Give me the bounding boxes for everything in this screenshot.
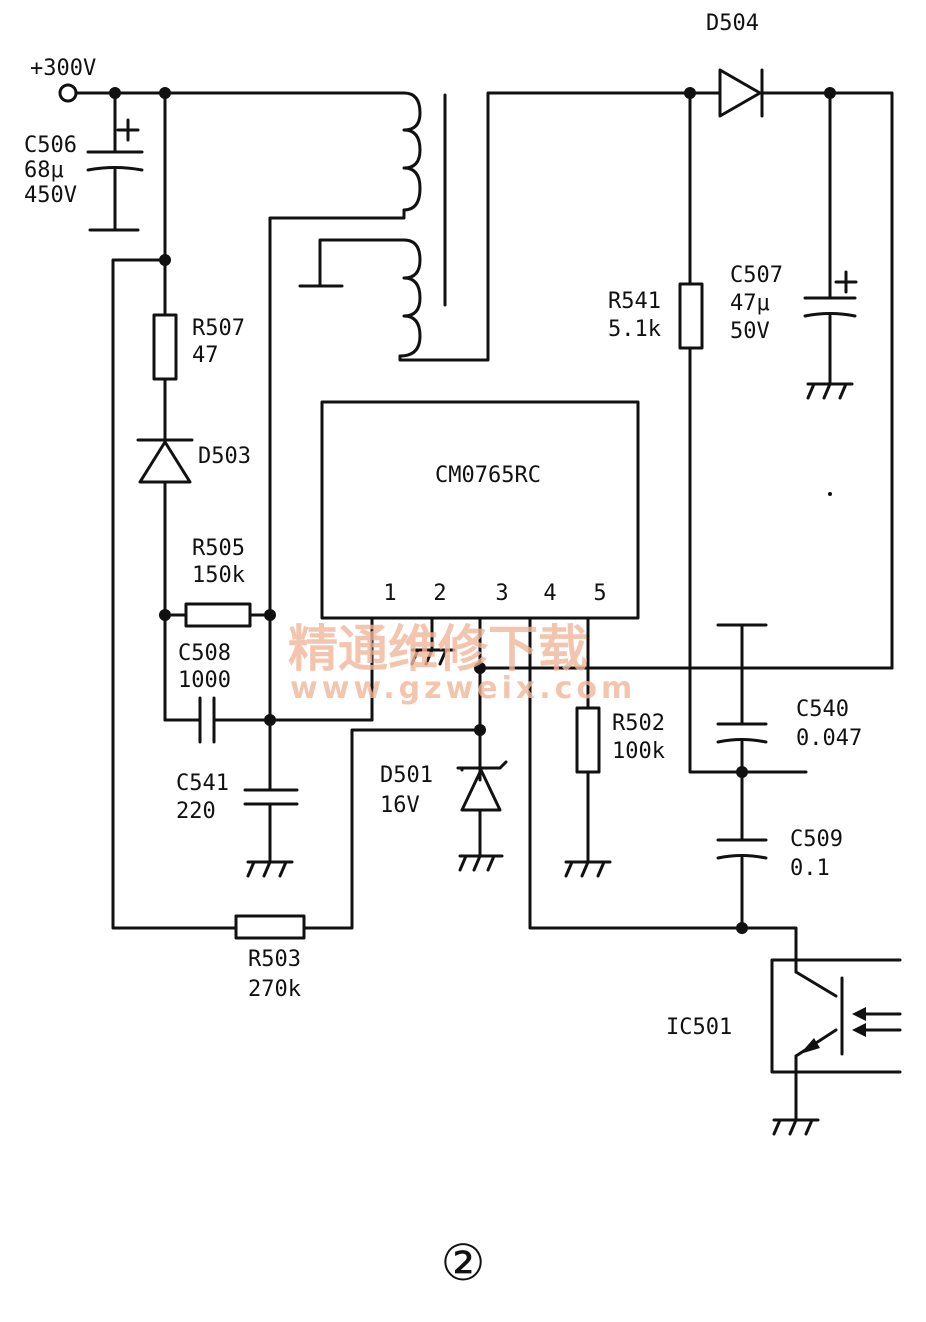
r505-resistor xyxy=(184,602,252,628)
d504-ref: D504 xyxy=(706,11,759,36)
r505-ref: R505 xyxy=(192,536,245,561)
r505-value: 150k xyxy=(192,563,245,588)
c507-capacitor xyxy=(803,91,858,386)
r541-ref: R541 xyxy=(608,289,661,314)
ground-symbol xyxy=(772,1118,820,1136)
r507-resistor xyxy=(152,313,178,381)
d501-value: 16V xyxy=(380,793,420,818)
c540-ref: C540 xyxy=(796,697,849,722)
ic-cm0765rc xyxy=(320,400,640,620)
c506-ref: C506 xyxy=(24,133,77,158)
watermark-url: www.gzweix.com xyxy=(290,671,636,706)
d503-diode xyxy=(136,438,194,484)
r503-value: 270k xyxy=(248,977,301,1002)
c507-ref: C507 xyxy=(730,263,783,288)
c508-ref: C508 xyxy=(178,641,231,666)
ic501-optocoupler xyxy=(770,958,902,1122)
ic-pin-3: 3 xyxy=(495,581,508,606)
ground-symbol xyxy=(564,860,612,878)
ic-name: CM0765RC xyxy=(435,463,541,488)
c541-capacitor xyxy=(243,788,299,806)
r541-value: 5.1k xyxy=(608,317,661,342)
c507-voltage: 50V xyxy=(730,319,770,344)
ic-pin-2: 2 xyxy=(433,581,446,606)
c506-voltage: 450V xyxy=(24,183,77,208)
c541-value: 220 xyxy=(176,799,216,824)
c509-capacitor xyxy=(716,838,768,860)
r507-ref: R507 xyxy=(192,316,245,341)
supply-terminal xyxy=(58,83,78,103)
supply-rail xyxy=(58,83,406,103)
transformer xyxy=(298,91,692,362)
figure-number: ② xyxy=(441,1234,486,1292)
c541-ref: C541 xyxy=(176,771,229,796)
r502-ref: R502 xyxy=(612,711,665,736)
c508-value: 1000 xyxy=(178,668,231,693)
d501-zener-diode xyxy=(456,760,508,812)
c506-capacitor xyxy=(86,91,144,232)
r541-resistor xyxy=(678,282,704,350)
c540-value: 0.047 xyxy=(796,726,862,751)
supply-label: +300V xyxy=(30,56,96,81)
c509-value: 0.1 xyxy=(790,856,830,881)
c507-value: 47μ xyxy=(730,291,770,316)
r503-resistor xyxy=(234,914,306,940)
ground-symbol xyxy=(246,860,294,878)
r502-value: 100k xyxy=(612,739,665,764)
ground-symbol xyxy=(410,648,456,666)
ic-pin-4: 4 xyxy=(543,581,556,606)
d501-ref: D501 xyxy=(380,763,433,788)
r507-value: 47 xyxy=(192,343,219,368)
ic-pin-5: 5 xyxy=(593,581,606,606)
ground-symbol xyxy=(806,382,854,400)
c540-capacitor xyxy=(716,722,768,744)
r503-ref: R503 xyxy=(248,947,301,972)
c508-capacitor xyxy=(198,696,216,744)
d503-ref: D503 xyxy=(198,444,251,469)
r502-resistor xyxy=(575,706,601,774)
c509-ref: C509 xyxy=(790,827,843,852)
watermark-title: 精通维修下载 xyxy=(288,620,588,678)
d504-diode xyxy=(718,68,764,118)
ic-pin-1: 1 xyxy=(383,581,396,606)
ic501-ref: IC501 xyxy=(666,1015,732,1040)
c506-value: 68μ xyxy=(24,158,64,183)
ground-symbol xyxy=(458,854,504,872)
